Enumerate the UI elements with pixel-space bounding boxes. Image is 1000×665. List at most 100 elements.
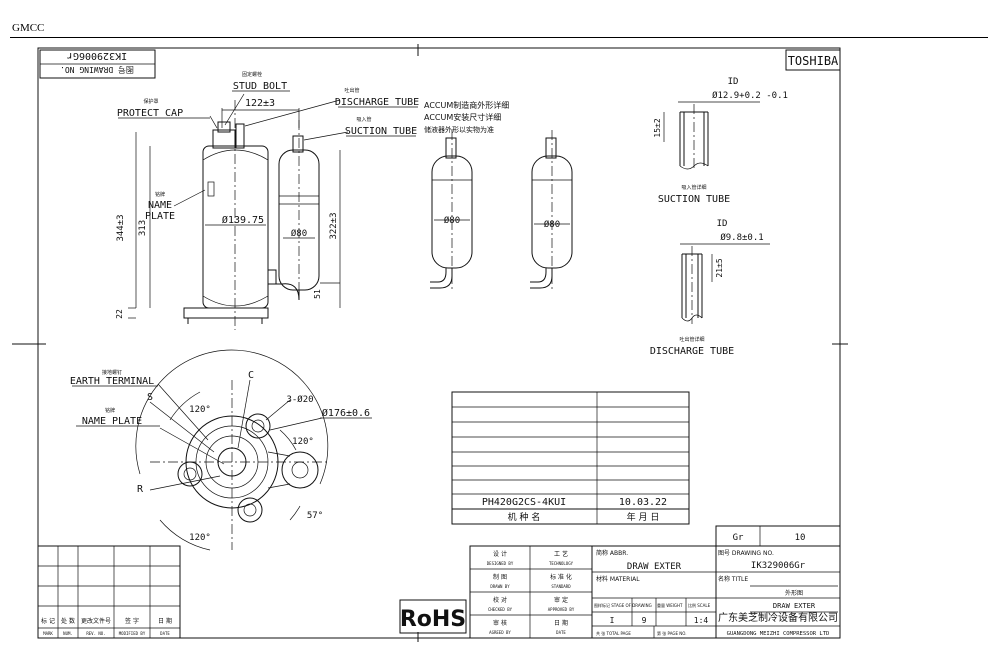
discharge-detail-label: DISCHARGE TUBE (650, 346, 734, 357)
page-header: GMCC (12, 22, 45, 34)
title-cn: 外形图 (785, 589, 803, 597)
dim-322: 322±3 (329, 212, 339, 239)
stage-value-b: 9 (642, 616, 647, 625)
suction-length: 15±2 (653, 118, 662, 137)
accumulator-views: ACCUM制造商外形详细 ACCUM安装尺寸详细 储液器外形以实物为准 Ø80 … (424, 100, 573, 292)
date-cn: 日 期 (554, 619, 568, 627)
rev-e-3: MODIFIED BY (119, 631, 146, 636)
total-page-label: 共 张 TOTAL PAGE (596, 630, 631, 636)
stud-bolt-label: STUD BOLT (233, 81, 287, 92)
approved-en: APPROVED BY (548, 607, 575, 612)
discharge-id-label: ID (717, 219, 728, 229)
rev-h-3: 签 字 (125, 617, 139, 625)
suction-cn: 吸入管 (356, 116, 371, 123)
model-name: PH420G2CS-4KUI (482, 497, 566, 508)
model-date: 10.03.22 (619, 497, 667, 508)
accum-note-2: ACCUM安装尺寸详细 (424, 112, 501, 122)
drawing-no-label: 图号 DRAWING NO. (718, 550, 774, 557)
rohs-mark: RoHS (400, 607, 466, 632)
rev-e-2: REV. NO. (86, 631, 105, 636)
dim-139: Ø139.75 (222, 214, 264, 226)
angle-120-a: 120° (189, 405, 211, 415)
earth-terminal-label: EARTH TERMINAL (70, 376, 154, 387)
agreed-cn: 审 核 (493, 619, 507, 627)
stage-value-a: I (610, 616, 615, 625)
material-label: 材料 MATERIAL (596, 575, 640, 583)
discharge-label: DISCHARGE TUBE (335, 97, 419, 108)
designed-en: DESIGNED BY (487, 561, 514, 566)
agreed-en: AGREED BY (489, 630, 511, 635)
model-label: 机 种 名 (508, 511, 541, 523)
earth-terminal-cn: 接地螺钉 (102, 369, 122, 376)
scale-label: 比例 SCALE (688, 602, 711, 608)
rev-h-4: 日 期 (158, 617, 172, 625)
suction-label: SUCTION TUBE (345, 126, 417, 137)
accum-note-3: 储液器外形以实物为准 (424, 125, 494, 134)
dim-51: 51 (313, 289, 322, 299)
protect-cap-label: PROTECT CAP (117, 108, 183, 119)
drawn-cn: 制 图 (493, 573, 507, 581)
holes-dim: 3-Ø20 (286, 394, 313, 405)
drawing-frame (37, 47, 841, 639)
discharge-diameter: Ø9.8±0.1 (720, 232, 763, 243)
discharge-length: 21±5 (715, 258, 724, 277)
front-view: 固定螺栓 STUD BOLT 保护罩 PROTECT CAP 吐出管 DISCH… (115, 71, 419, 330)
gr-label: Gr (733, 533, 744, 543)
terminal-s: S (147, 392, 153, 403)
accum-dim-b: Ø80 (544, 219, 560, 230)
abbr-value: DRAW EXTER (627, 562, 682, 572)
weight-label: 重量 WEIGHT (657, 602, 683, 608)
angle-57: 57° (307, 511, 323, 521)
checked-cn: 校 对 (493, 596, 507, 604)
discharge-cn: 吐出管 (344, 87, 359, 94)
terminal-r: R (137, 484, 144, 495)
dim-344: 344±3 (116, 214, 126, 241)
title-label: 名称 TITLE (718, 575, 748, 583)
revision-table: 标 记 处 数 更改文件号 签 字 日 期 MARK NUM. REV. NO.… (37, 545, 181, 639)
title-block: Gr 10 设 计 DESIGNED BY 工 艺 TECHNOLOGY 制 图… (469, 525, 841, 639)
dim-80: Ø80 (291, 228, 307, 239)
company-en: GUANGDONG MEIZHI COMPRESSOR LTD (727, 631, 830, 637)
brand-logo: TOSHIBA (788, 54, 839, 68)
designed-cn: 设 计 (493, 550, 507, 558)
accum-note-1: ACCUM制造商外形详细 (424, 100, 509, 110)
stud-bolt-cn: 固定螺栓 (242, 71, 262, 78)
checked-en: CHECKED BY (488, 607, 513, 612)
angle-120-c: 120° (189, 533, 211, 543)
discharge-detail-cn: 吐出管详细 (679, 336, 704, 343)
title-en: DRAW EXTER (773, 602, 816, 610)
rev-h-2: 更改文件号 (81, 617, 111, 625)
dim-122: 122±3 (245, 98, 275, 109)
std-en: STANDARD (551, 584, 571, 589)
date-en: DATE (556, 630, 566, 635)
suction-diameter: Ø12.9+0.2 -0.1 (712, 90, 788, 101)
nameplate-label-2: PLATE (145, 211, 175, 222)
rohs-box (399, 599, 467, 634)
suction-id-label: ID (728, 77, 739, 87)
nameplate-label-1: NAME (148, 200, 172, 211)
flange-dia: Ø176±0.6 (322, 407, 370, 419)
drawn-en: DRAWN BY (490, 584, 510, 589)
rev-e-0: MARK (43, 631, 53, 636)
date-label: 年 月 日 (627, 511, 660, 523)
scale-value: 1:4 (694, 616, 709, 625)
model-table: PH420G2CS-4KUI 10.03.22 机 种 名 年 月 日 (451, 391, 690, 525)
drawing-number-label: 图号 DRAWING NO. (60, 65, 134, 74)
stage-label: 图样标记 STAGE OF DRAWING (594, 602, 652, 608)
compressor-shell (202, 145, 269, 309)
top-view: 接地螺钉 EARTH TERMINAL 铭牌 NAME PLATE C S R … (70, 349, 372, 551)
tech-cn: 工 艺 (554, 550, 568, 558)
drawing-no-value: IK329006Gr (751, 561, 806, 571)
tech-en: TECHNOLOGY (549, 561, 574, 566)
approved-cn: 审 定 (554, 596, 568, 604)
nameplate-top-label: NAME PLATE (82, 416, 142, 427)
brand-box (785, 49, 841, 71)
company-cn: 广东美芝制冷设备有限公司 (718, 611, 838, 624)
header-rule (10, 37, 988, 38)
protect-cap-cn: 保护罩 (143, 98, 158, 105)
nameplate-cn: 铭牌 (155, 191, 165, 198)
std-cn: 标 准 化 (550, 573, 572, 581)
rev-h-1: 处 数 (61, 617, 75, 625)
tube-details: ID Ø12.9+0.2 -0.1 15±2 吸入管详细 SUCTION TUB… (650, 77, 788, 357)
page-no-label: 第 张 PAGE NO. (657, 630, 687, 636)
